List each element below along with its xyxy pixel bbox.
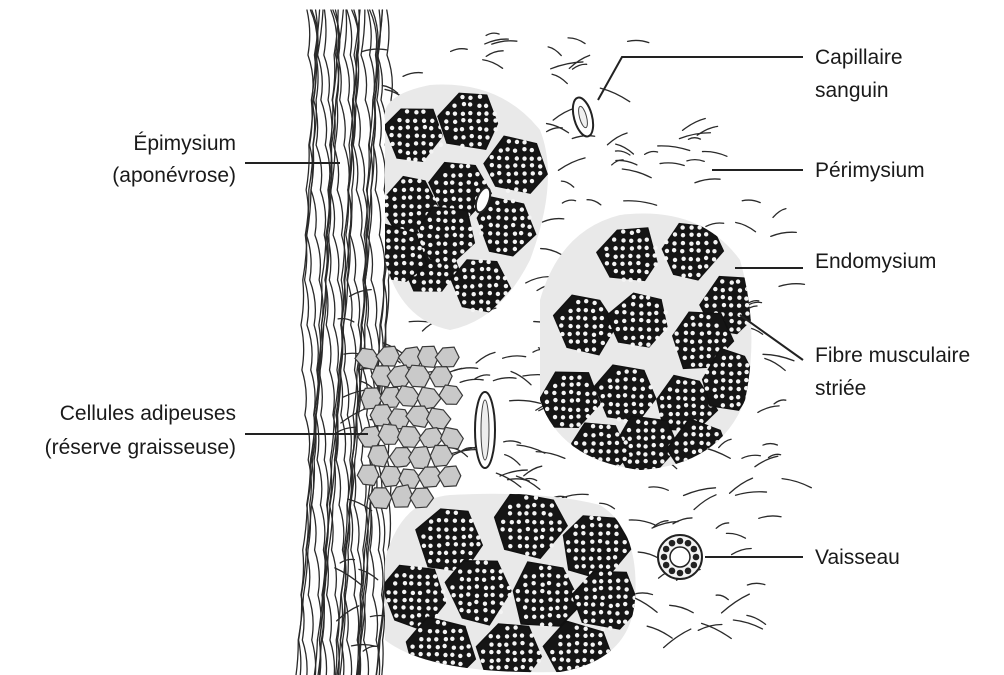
label-adipose: Cellules adipeuses (60, 402, 236, 425)
label-epimysium-sub: (aponévrose) (112, 164, 236, 187)
muscle-fascicle-lower (382, 493, 640, 675)
capillary-leader (598, 57, 803, 100)
label-fiber: Fibre musculaire (815, 344, 970, 367)
label-capillary-sub: sanguin (815, 79, 889, 102)
label-endomysium: Endomysium (815, 250, 936, 273)
label-epimysium: Épimysium (133, 132, 236, 155)
muscle-fascicle-right (540, 213, 758, 478)
epimysium-band (294, 10, 394, 675)
label-vessel: Vaisseau (815, 546, 900, 569)
capillary (569, 95, 597, 138)
muscle-fascicle-upper (365, 85, 548, 330)
label-capillary: Capillaire (815, 46, 903, 69)
label-adipose-sub: (réserve graisseuse) (45, 436, 236, 459)
label-fiber-sub: striée (815, 377, 866, 400)
capillary-left (475, 392, 495, 468)
label-perimysium: Périmysium (815, 159, 925, 182)
blood-vessel (658, 535, 702, 579)
